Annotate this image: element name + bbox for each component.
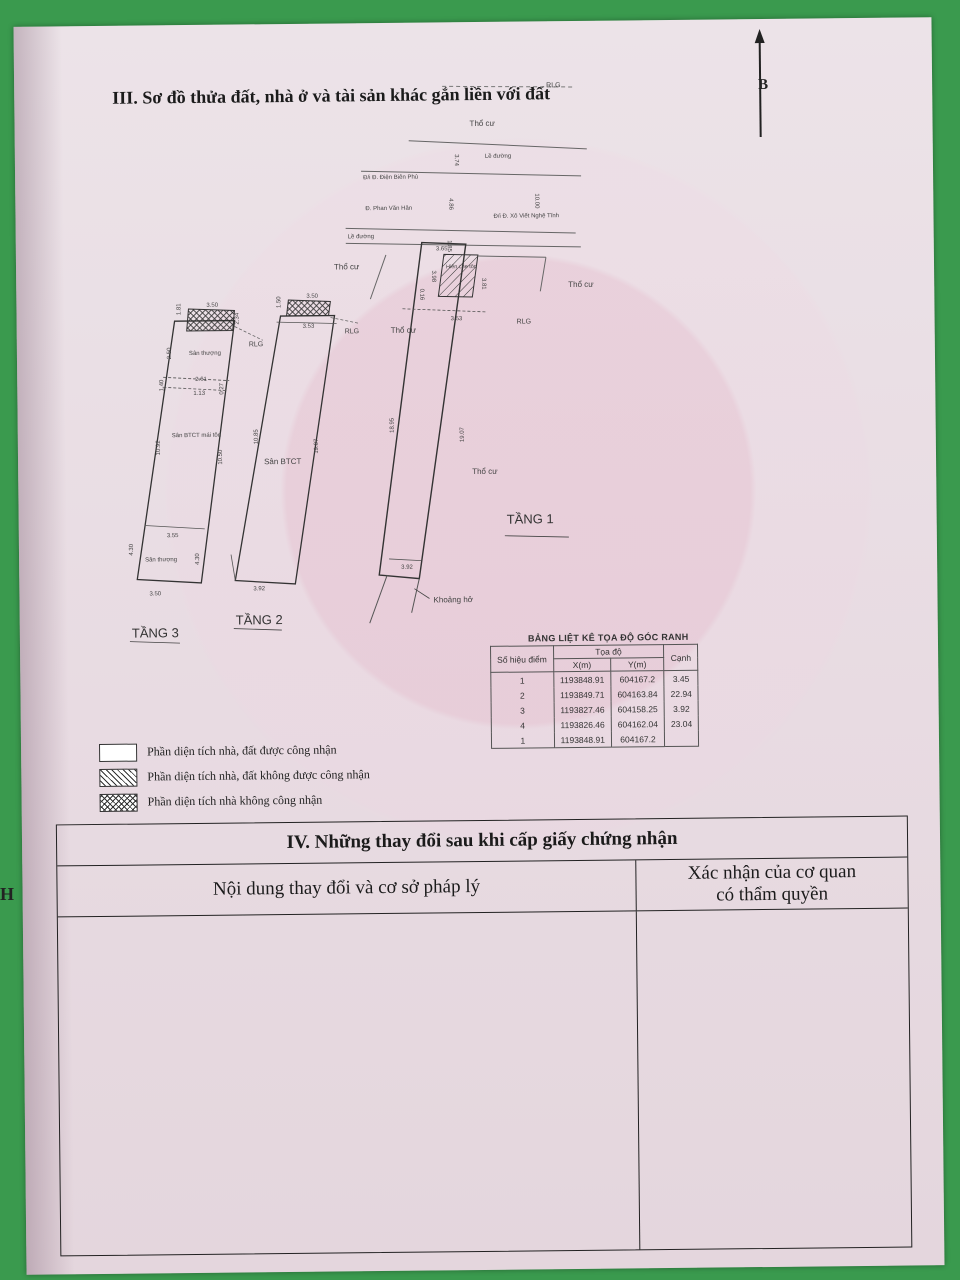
- svg-text:3.53: 3.53: [451, 316, 463, 322]
- tho-cu-left: Thổ cư: [334, 262, 360, 271]
- floor-2-plot: [230, 299, 359, 585]
- le-duong-1: Lề đường: [485, 154, 511, 160]
- floor-1-plot: [369, 241, 547, 624]
- header-edge: Cạnh: [663, 644, 699, 671]
- floor-2-label: TẦNG 2: [236, 612, 283, 627]
- swatch-crosshatch-icon: [99, 793, 138, 812]
- svg-text:3.55: 3.55: [167, 533, 179, 539]
- svg-text:10.00: 10.00: [533, 193, 539, 209]
- svg-text:2.34: 2.34: [234, 312, 240, 324]
- floor-3-label: TẦNG 3: [132, 625, 179, 640]
- rlg-label-f2: RLG: [345, 328, 359, 335]
- street-line-4: [345, 242, 581, 248]
- header-coords: Tọa độ: [553, 644, 664, 659]
- legend-item-not-recognized-land: Phần diện tích nhà, đất không được công …: [99, 762, 370, 790]
- street-line-3: [345, 227, 576, 234]
- floor-1-label: TẦNG 1: [507, 511, 554, 526]
- svg-text:0.27: 0.27: [219, 382, 225, 394]
- san-btct-mai-ton-label: Sân BTCT mái tôn: [172, 433, 221, 440]
- svg-text:10.85: 10.85: [254, 429, 260, 445]
- rlg-label-top: RLG: [546, 82, 560, 89]
- north-label: B: [758, 77, 768, 93]
- legend-item-recognized: Phần diện tích nhà, đất được công nhận: [99, 737, 370, 765]
- svg-text:10.92: 10.92: [156, 440, 162, 456]
- svg-text:19.07: 19.07: [460, 426, 466, 442]
- swatch-blank-icon: [99, 743, 138, 762]
- swatch-hatch-icon: [99, 768, 138, 787]
- khoang-ho-label: Khoảng hở: [433, 595, 473, 604]
- svg-text:3.50: 3.50: [149, 591, 161, 597]
- col-changes-header: Nội dung thay đổi và cơ sở pháp lý: [57, 860, 637, 917]
- rlg-label-f1: RLG: [517, 318, 531, 325]
- header-x: X(m): [553, 658, 611, 672]
- svg-text:3.92: 3.92: [253, 586, 265, 592]
- svg-text:3.50: 3.50: [306, 294, 318, 300]
- rlg-line-top: [442, 85, 575, 88]
- coordinate-table: BẢNG LIỆT KÊ TỌA ĐỘ GÓC RANH Số hiệu điể…: [490, 632, 700, 749]
- street-line-2: [361, 170, 582, 177]
- svg-text:3.92: 3.92: [401, 565, 413, 571]
- svg-text:2.50: 2.50: [167, 347, 173, 359]
- svg-text:1.40: 1.40: [159, 379, 165, 391]
- changes-content-cell: [57, 911, 641, 1256]
- svg-text:4.30: 4.30: [195, 553, 201, 565]
- svg-text:2.61: 2.61: [195, 377, 207, 383]
- svg-text:0.16: 0.16: [418, 289, 424, 301]
- rlg-label-f3: RLG: [249, 341, 263, 348]
- coordinate-table-title: BẢNG LIỆT KÊ TỌA ĐỘ GÓC RANH: [527, 631, 689, 644]
- svg-text:10.50: 10.50: [218, 449, 224, 465]
- svg-text:3.50: 3.50: [206, 303, 218, 309]
- san-thuong-bottom: Sân thượng: [145, 557, 177, 563]
- le-duong-2: Lề đường: [348, 234, 374, 240]
- col-confirmation-header: Xác nhận của cơ quan có thẩm quyền: [687, 861, 857, 906]
- dien-bien-phu-label: Đ/i Đ. Điện Biên Phủ: [363, 174, 418, 182]
- legend: Phần diện tích nhà, đất được công nhận P…: [99, 737, 370, 815]
- svg-text:19.07: 19.07: [314, 438, 320, 454]
- tho-cu-top: Thổ cư: [469, 119, 495, 128]
- certificate-page: III. Sơ đồ thửa đất, nhà ở và tài sản kh…: [13, 17, 945, 1275]
- tho-cu-right: Thổ cư: [568, 280, 594, 289]
- header-y: Y(m): [610, 657, 664, 672]
- svg-text:18.95: 18.95: [390, 417, 396, 433]
- section-4-body: [57, 909, 911, 1256]
- xo-viet-nghe-tinh-label: Đ/i Đ. Xô Viết Nghệ Tĩnh: [493, 213, 559, 220]
- svg-text:1.50: 1.50: [276, 296, 282, 308]
- svg-text:3.74: 3.74: [453, 154, 459, 166]
- svg-text:4.86: 4.86: [447, 198, 453, 210]
- north-arrow: [754, 29, 765, 138]
- svg-text:1.13: 1.13: [193, 391, 205, 397]
- svg-text:1.85: 1.85: [446, 240, 452, 252]
- san-btct-label: Sân BTCT: [264, 457, 302, 466]
- tho-cu-mid: Thổ cư: [391, 326, 417, 335]
- header-point: Số hiệu điểm: [490, 645, 554, 673]
- svg-text:3.53: 3.53: [303, 324, 315, 330]
- phan-van-han-label: Đ. Phan Văn Hân: [365, 206, 412, 212]
- tho-cu-bottom: Thổ cư: [472, 467, 498, 476]
- street-line-1: [408, 140, 587, 150]
- section-4-table: IV. Những thay đổi sau khi cấp giấy chứn…: [55, 815, 913, 1257]
- san-thuong-top: Sân thượng: [189, 351, 221, 357]
- left-page-edge-text: H: [0, 884, 15, 904]
- svg-text:Hiên che tôn: Hiên che tôn: [446, 264, 477, 270]
- land-plot-diagram: B RLG Thổ cư Lề đường Đ/i Đ. Điện Biên P…: [129, 29, 768, 644]
- svg-text:3.98: 3.98: [430, 270, 436, 282]
- svg-text:4.30: 4.30: [129, 543, 135, 555]
- svg-text:3.65: 3.65: [436, 246, 448, 252]
- floor-3-plot: [136, 308, 263, 584]
- legend-item-not-recognized-house: Phần diện tích nhà không công nhận: [99, 787, 370, 815]
- svg-text:3.81: 3.81: [480, 278, 486, 290]
- svg-text:1.81: 1.81: [176, 303, 182, 315]
